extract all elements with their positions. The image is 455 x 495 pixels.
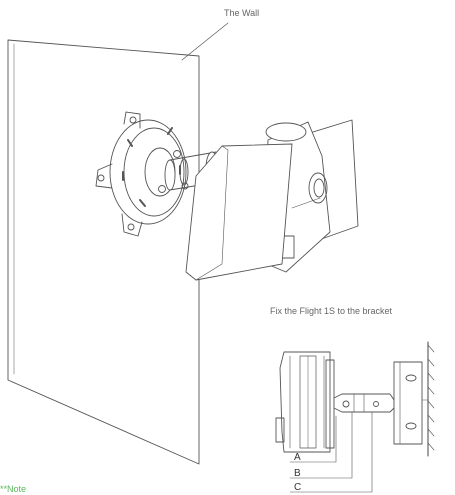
detail-wall xyxy=(427,341,435,457)
note-heading: **Note xyxy=(0,484,27,494)
dimension-leaders xyxy=(289,411,373,493)
dimension-label-a: A xyxy=(294,452,301,463)
detail-camera xyxy=(275,351,335,453)
wall-label-leader xyxy=(181,22,229,61)
dimension-label-b: B xyxy=(294,468,301,479)
wall-panel xyxy=(7,39,200,465)
camera-body xyxy=(185,119,359,281)
detail-arm xyxy=(333,393,395,413)
mount-base-plate xyxy=(95,111,189,237)
dimension-label-c: C xyxy=(294,482,302,493)
detail-wall-bracket xyxy=(393,361,429,445)
wall-label: The Wall xyxy=(224,8,260,18)
detail-caption: Fix the Flight 1S to the bracket xyxy=(270,306,393,316)
